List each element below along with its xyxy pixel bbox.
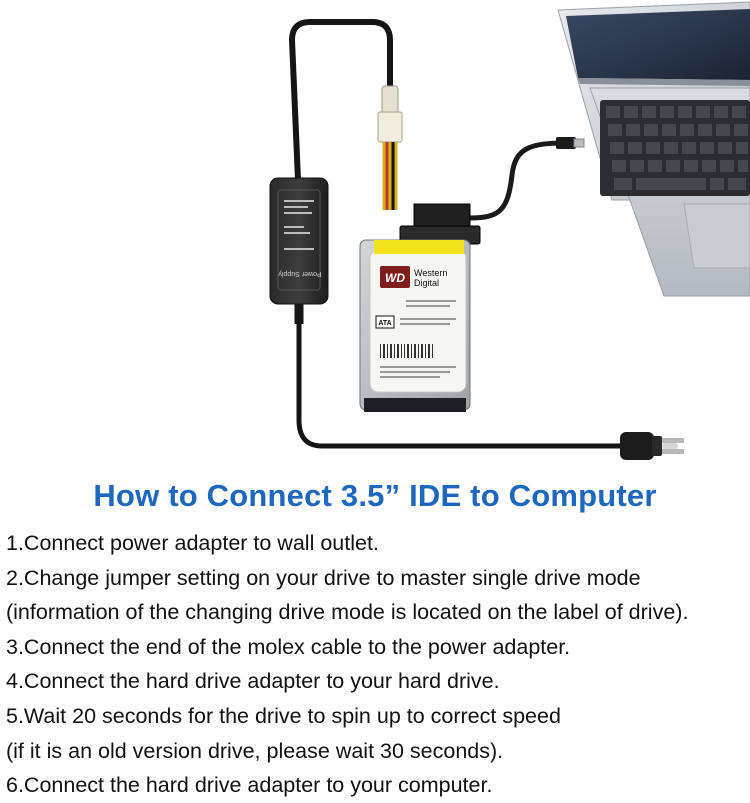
brand-name-line2: Digital	[414, 278, 439, 288]
page-title: How to Connect 3.5” IDE to Computer	[93, 478, 657, 513]
instruction-step-2-note: (information of the changing drive mode …	[6, 600, 689, 625]
instruction-step-5-note: (if it is an old version drive, please w…	[6, 738, 504, 763]
molex-cable	[288, 19, 403, 210]
power-supply: Power Supply	[269, 177, 620, 449]
wall-plug	[620, 432, 684, 460]
hard-drive: WD Western Digital ATA	[359, 239, 471, 412]
instruction-step-1: 1.Connect power adapter to wall outlet.	[6, 531, 379, 555]
instruction-list: 1.Connect power adapter to wall outlet. …	[6, 526, 750, 803]
ide-adapter	[399, 203, 481, 245]
wd-badge: WD	[385, 271, 405, 285]
power-supply-label: Power Supply	[278, 270, 322, 277]
instruction-step-3: 3.Connect the end of the molex cable to …	[6, 634, 571, 659]
instruction-step-6: 6.Connect the hard drive adapter to your…	[6, 773, 493, 798]
laptop	[557, 1, 750, 297]
usb-cable	[469, 137, 585, 221]
brand-name-line1: Western	[414, 268, 447, 278]
instruction-step-4: 4.Connect the hard drive adapter to your…	[6, 669, 500, 694]
instruction-step-2: 2.Change jumper setting on your drive to…	[6, 565, 641, 590]
ata-badge: ATA	[378, 320, 391, 327]
connection-illustration: Power Supply WD Western Digital ATA	[269, 1, 750, 460]
instruction-step-5: 5.Wait 20 seconds for the drive to spin …	[6, 703, 561, 728]
